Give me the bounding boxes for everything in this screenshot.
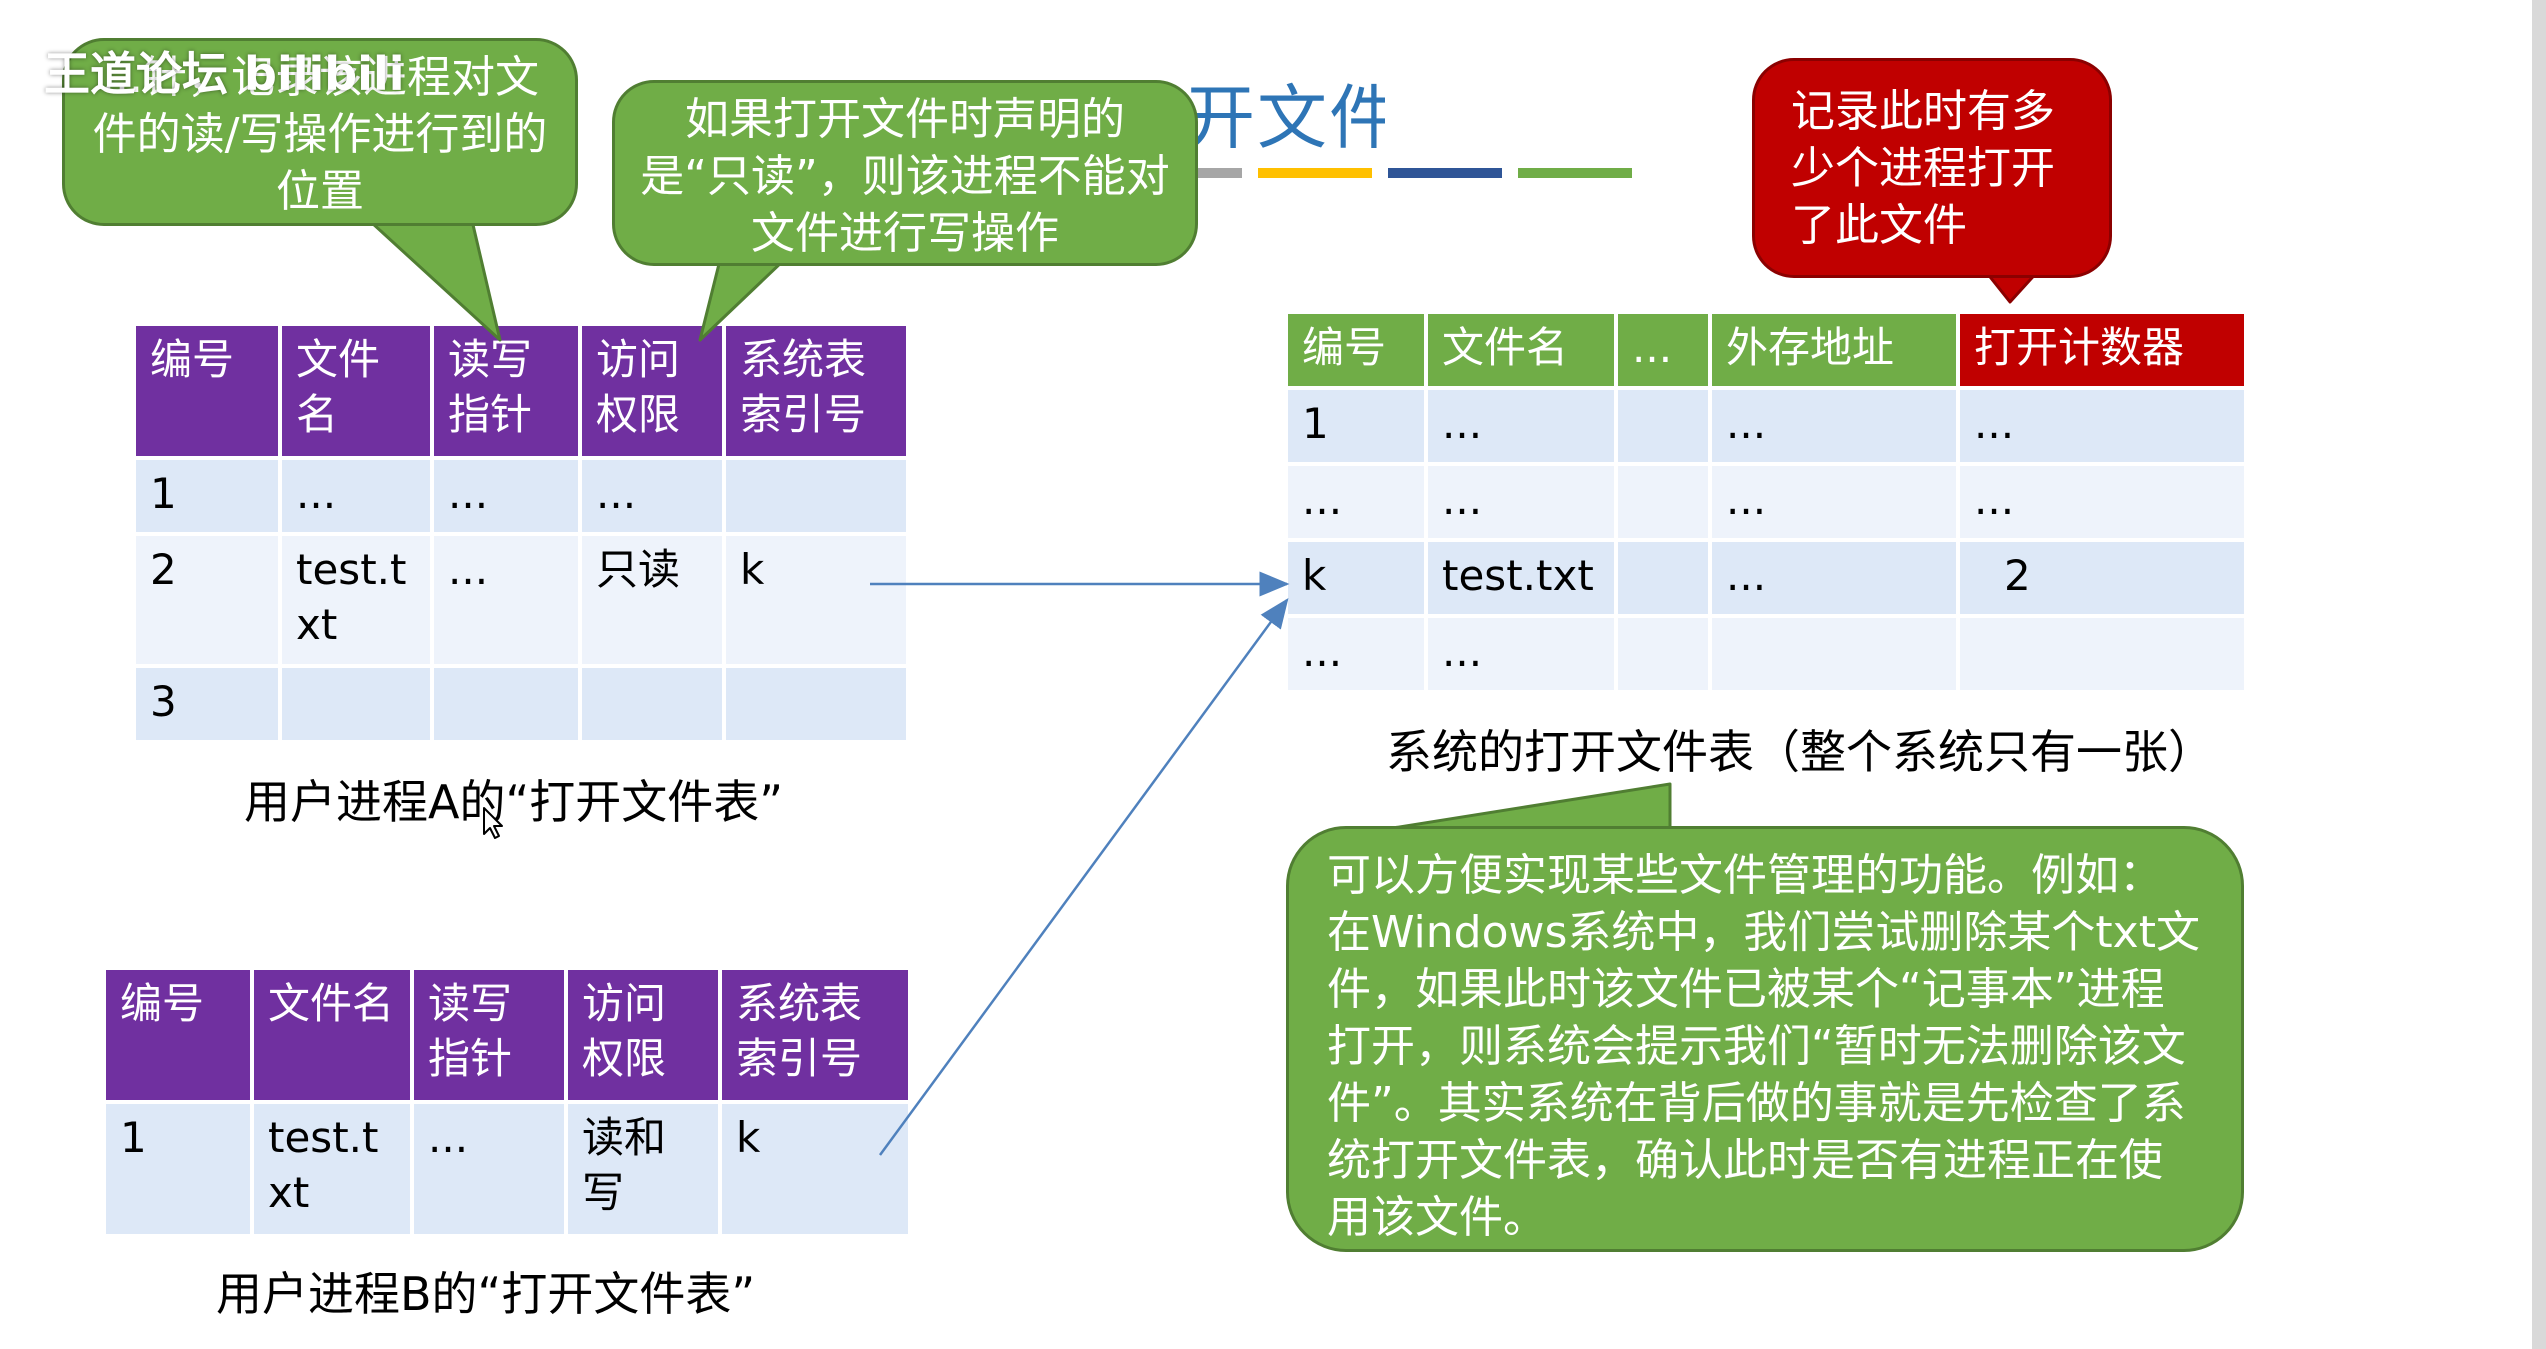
table-row: ... ... ... ... [1288,466,2244,538]
table-a-header-rw-pointer: 读写指针 [434,326,578,456]
table-cell [582,668,722,740]
table-cell: ... [1960,466,2244,538]
table-cell: k [726,536,906,664]
table-cell: ... [1960,390,2244,462]
table-a-header-access: 访问权限 [582,326,722,456]
table-a-header-id: 编号 [136,326,278,456]
table-cell [726,668,906,740]
table-row: k test.txt ... 2 [1288,542,2244,614]
table-cell: 3 [136,668,278,740]
table-b-header-access: 访问权限 [568,970,718,1100]
slide-title: 开文件 [1185,77,1385,159]
process-a-caption: 用户进程A的“打开文件表” [244,775,784,829]
table-cell: ... [1712,390,1956,462]
callout-explanation-text: 可以方便实现某些文件管理的功能。例如：在Windows系统中，我们尝试删除某个t… [1327,850,2200,1243]
title-underline-orange [1258,168,1372,178]
table-row: ... ... [1288,618,2244,690]
table-row: 1 ... ... ... [1288,390,2244,462]
process-b-caption: 用户进程B的“打开文件表” [216,1267,756,1321]
bubble-tail-rw [358,210,502,342]
callout-readonly-text: 如果打开文件时声明的是“只读”，则该进程不能对文件进行写操作 [640,94,1170,259]
table-cell [1618,618,1708,690]
process-a-open-file-table: 编号 文件名 读写指针 访问权限 系统表索引号 1 ... ... ... 2 … [132,322,910,744]
table-a-header-filename: 文件名 [282,326,430,456]
table-cell: ... [434,460,578,532]
callout-open-counter: 记录此时有多少个进程打开了此文件 [1752,58,2112,278]
table-cell [1960,618,2244,690]
table-b-header-sys-index: 系统表索引号 [722,970,908,1100]
table-cell: ... [1712,466,1956,538]
callout-open-counter-text: 记录此时有多少个进程打开了此文件 [1791,86,2055,251]
table-cell: test.txt [282,536,430,664]
system-open-file-table: 编号 文件名 ... 外存地址 打开计数器 1 ... ... ... ... … [1284,310,2248,694]
table-cell: 1 [106,1104,250,1234]
table-sys-header-open-counter: 打开计数器 [1960,314,2244,386]
table-cell: ... [434,536,578,664]
table-cell [1618,390,1708,462]
callout-readonly: 如果打开文件时声明的是“只读”，则该进程不能对文件进行写操作 [612,80,1198,266]
table-cell: ... [414,1104,564,1234]
watermark: 王道论坛 bilibili [44,47,405,101]
table-cell [726,460,906,532]
arrow-b-to-system [878,597,1289,1156]
mouse-cursor-icon [483,807,503,839]
system-table-caption: 系统的打开文件表（整个系统只有一张） [1386,725,2214,779]
table-cell: ... [1712,542,1956,614]
table-b-header-rw-pointer: 读写指针 [414,970,564,1100]
title-underline-green [1518,168,1632,178]
table-row: 2 test.txt ... 只读 k [136,536,906,664]
process-b-open-file-table: 编号 文件名 读写指针 访问权限 系统表索引号 1 test.txt ... 读… [102,966,912,1238]
table-row: 1 test.txt ... 读和写 k [106,1104,908,1234]
table-cell [434,668,578,740]
table-sys-header-id: 编号 [1288,314,1424,386]
callout-explanation: 可以方便实现某些文件管理的功能。例如：在Windows系统中，我们尝试删除某个t… [1286,826,2244,1252]
table-cell: ... [1428,390,1614,462]
table-cell: 2 [1960,542,2244,614]
table-b-header-id: 编号 [106,970,250,1100]
table-sys-header-filename: 文件名 [1428,314,1614,386]
table-cell [1618,542,1708,614]
table-cell: ... [1288,466,1424,538]
title-underline-gray [1180,168,1242,178]
table-sys-header-disk-address: 外存地址 [1712,314,1956,386]
window-edge [2532,0,2546,1349]
table-cell [1618,466,1708,538]
table-cell: k [1288,542,1424,614]
table-cell [1712,618,1956,690]
table-cell: test.txt [1428,542,1614,614]
table-cell: ... [1288,618,1424,690]
table-sys-header-ellipsis: ... [1618,314,1708,386]
table-cell: ... [282,460,430,532]
table-b-header-filename: 文件名 [254,970,410,1100]
table-cell [282,668,430,740]
table-cell: 只读 [582,536,722,664]
table-a-header-sys-index: 系统表索引号 [726,326,906,456]
table-cell: 1 [1288,390,1424,462]
table-cell: test.txt [254,1104,410,1234]
table-cell: 1 [136,460,278,532]
table-cell: 2 [136,536,278,664]
table-cell: 读和写 [568,1104,718,1234]
table-row: 3 [136,668,906,740]
table-cell: ... [1428,466,1614,538]
table-row: 1 ... ... ... [136,460,906,532]
title-underline-blue [1388,168,1502,178]
table-cell: ... [1428,618,1614,690]
table-cell: ... [582,460,722,532]
table-cell: k [722,1104,908,1234]
callout-rw-pointer: ...针，记录该进程对文件的读/写操作进行到的位置 [62,38,578,226]
callout-rw-pointer-text: ...针，记录该进程对文件的读/写操作进行到的位置 [92,52,548,217]
